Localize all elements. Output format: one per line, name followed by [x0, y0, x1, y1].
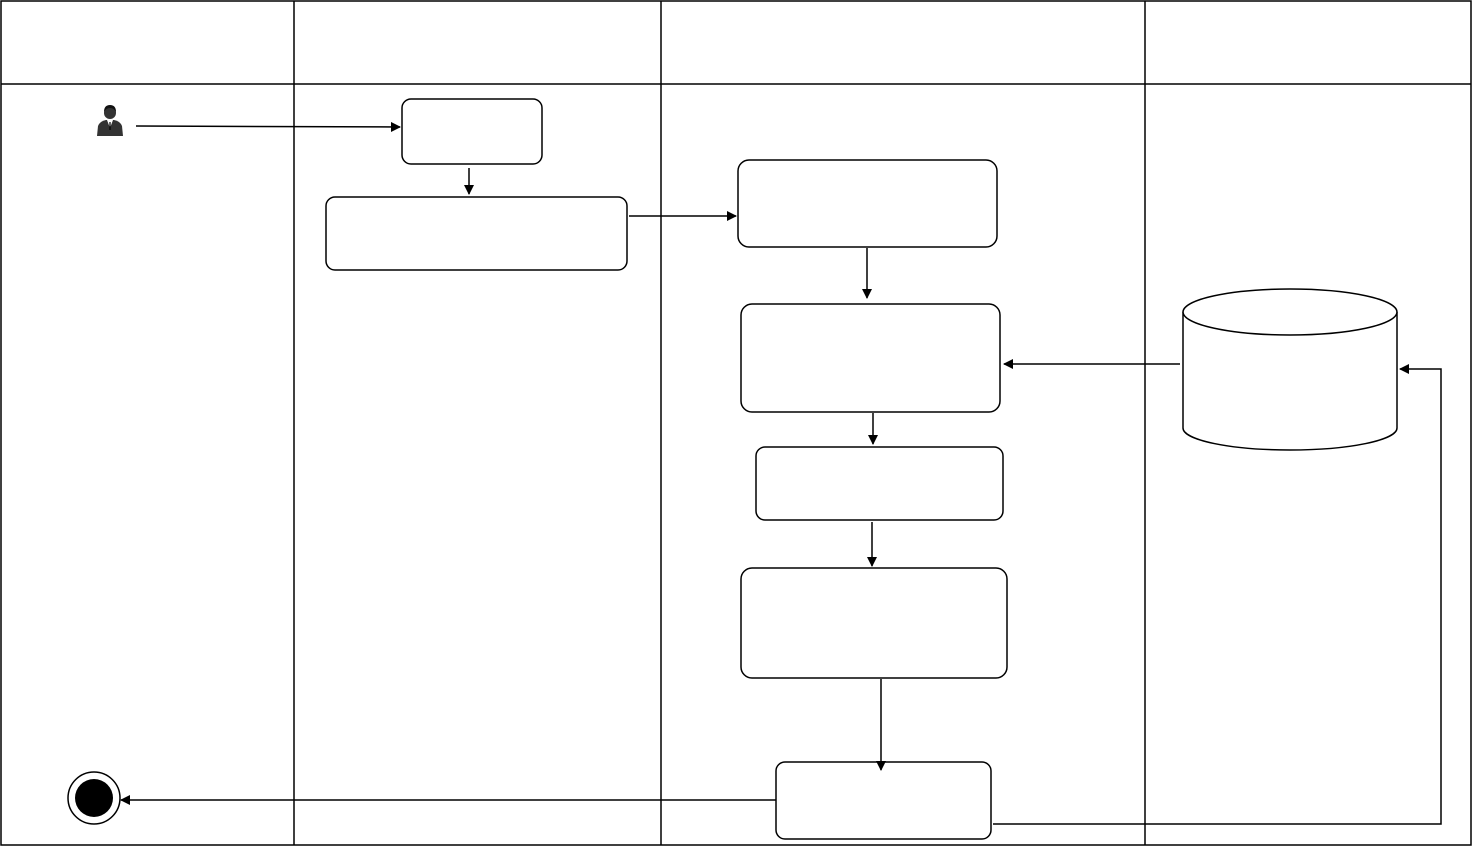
edge-actor-to-action-1 [135, 121, 401, 132]
edge-action-7-to-datastore [993, 364, 1442, 825]
action-node-2 [325, 196, 628, 271]
action-node-6 [740, 567, 1008, 679]
action-node-3 [737, 159, 998, 248]
action-node-5 [755, 446, 1004, 521]
database-icon [1182, 288, 1398, 451]
action-node-7 [775, 761, 992, 840]
user-icon [97, 105, 123, 136]
action-node-4 [740, 303, 1001, 413]
action-node-1 [401, 98, 543, 165]
final-node-icon [67, 771, 121, 825]
